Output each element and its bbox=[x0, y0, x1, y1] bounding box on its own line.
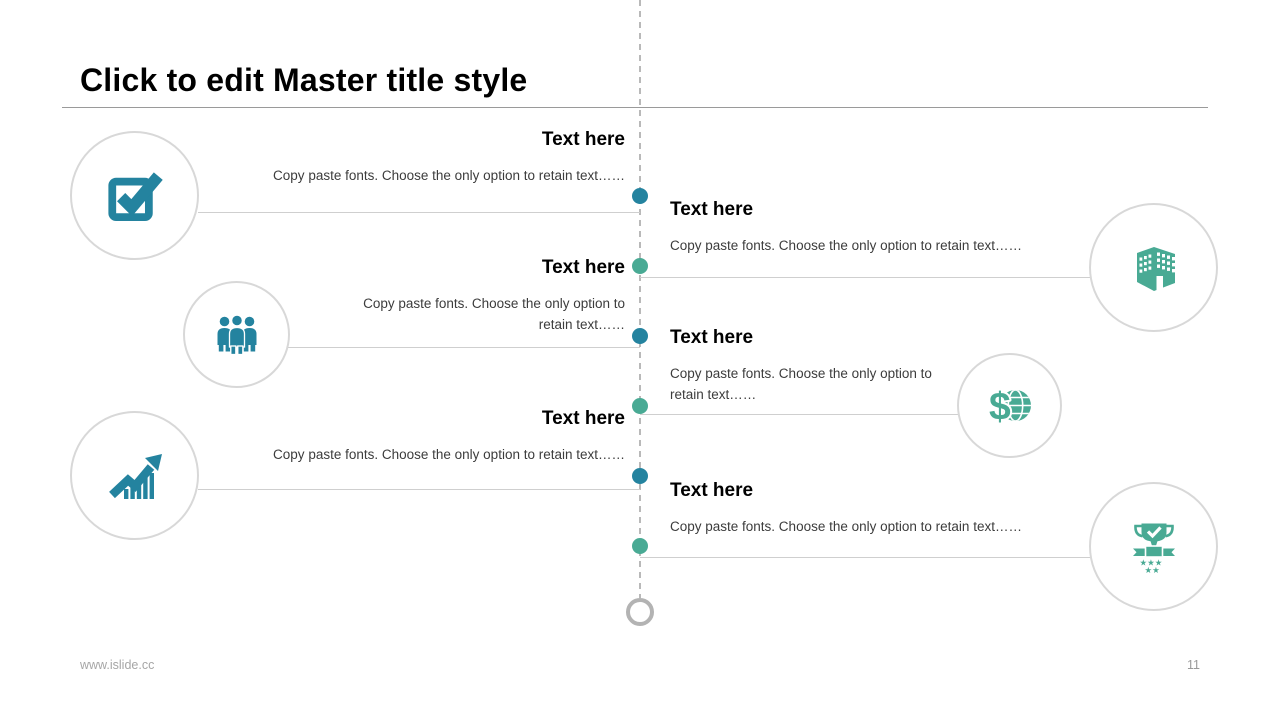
item-heading: Text here bbox=[541, 257, 625, 278]
svg-text:★★★: ★★★ bbox=[1139, 558, 1162, 568]
timeline-axis bbox=[639, 0, 641, 598]
growth-chart-icon bbox=[108, 453, 162, 499]
timeline-item-1: Text here Copy paste fonts. Choose the o… bbox=[215, 128, 625, 186]
timeline-item-6: Text here Copy paste fonts. Choose the o… bbox=[670, 479, 1080, 537]
item-heading: Text here bbox=[670, 480, 754, 501]
timeline-dot bbox=[632, 188, 648, 204]
trophy-icon: ★★★ ★★ bbox=[1132, 523, 1175, 574]
timeline-dot bbox=[632, 398, 648, 414]
icon-circle-trophy: ★★★ ★★ bbox=[1089, 482, 1218, 611]
item-heading: Text here bbox=[670, 327, 754, 348]
svg-text:$: $ bbox=[989, 385, 1011, 428]
item-body: Copy paste fonts. Choose the only option… bbox=[273, 447, 625, 462]
team-icon bbox=[217, 313, 256, 355]
item-body: Copy paste fonts. Choose the only option… bbox=[670, 519, 1022, 534]
item-body: Copy paste fonts. Choose the only option… bbox=[670, 366, 932, 402]
item-body: Copy paste fonts. Choose the only option… bbox=[670, 238, 1022, 253]
timeline-dot bbox=[632, 328, 648, 344]
item-body: Copy paste fonts. Choose the only option… bbox=[363, 296, 625, 332]
page-number: 11 bbox=[1187, 658, 1200, 672]
connector-line bbox=[640, 557, 1090, 558]
connector-line bbox=[288, 347, 640, 348]
icon-circle-growth bbox=[70, 411, 199, 540]
dollar-globe-icon: $ bbox=[987, 384, 1031, 428]
timeline-item-5: Text here Copy paste fonts. Choose the o… bbox=[215, 407, 625, 465]
timeline-item-3: Text here Copy paste fonts. Choose the o… bbox=[327, 256, 625, 335]
icon-circle-building bbox=[1089, 203, 1218, 332]
building-icon bbox=[1136, 246, 1175, 291]
icon-circle-checkbox bbox=[70, 131, 199, 260]
timeline-dot bbox=[632, 468, 648, 484]
item-heading: Text here bbox=[541, 129, 625, 150]
item-heading: Text here bbox=[670, 199, 754, 220]
connector-line bbox=[198, 212, 640, 213]
connector-line bbox=[198, 489, 640, 490]
connector-line bbox=[640, 414, 959, 415]
slide-title: Click to edit Master title style bbox=[80, 62, 528, 98]
icon-circle-dollar: $ bbox=[957, 353, 1062, 458]
timeline-item-4: Text here Copy paste fonts. Choose the o… bbox=[670, 326, 965, 405]
svg-text:★★: ★★ bbox=[1144, 566, 1160, 574]
timeline-dot bbox=[632, 538, 648, 554]
checkbox-icon bbox=[107, 172, 163, 221]
timeline-end-ring bbox=[626, 598, 654, 626]
icon-circle-team bbox=[183, 281, 290, 388]
timeline-item-2: Text here Copy paste fonts. Choose the o… bbox=[670, 198, 1080, 256]
footer-url: www.islide.cc bbox=[80, 658, 155, 672]
item-body: Copy paste fonts. Choose the only option… bbox=[273, 168, 625, 183]
title-underline bbox=[62, 107, 1208, 108]
connector-line bbox=[640, 277, 1090, 278]
timeline-dot bbox=[632, 258, 648, 274]
item-heading: Text here bbox=[541, 408, 625, 429]
